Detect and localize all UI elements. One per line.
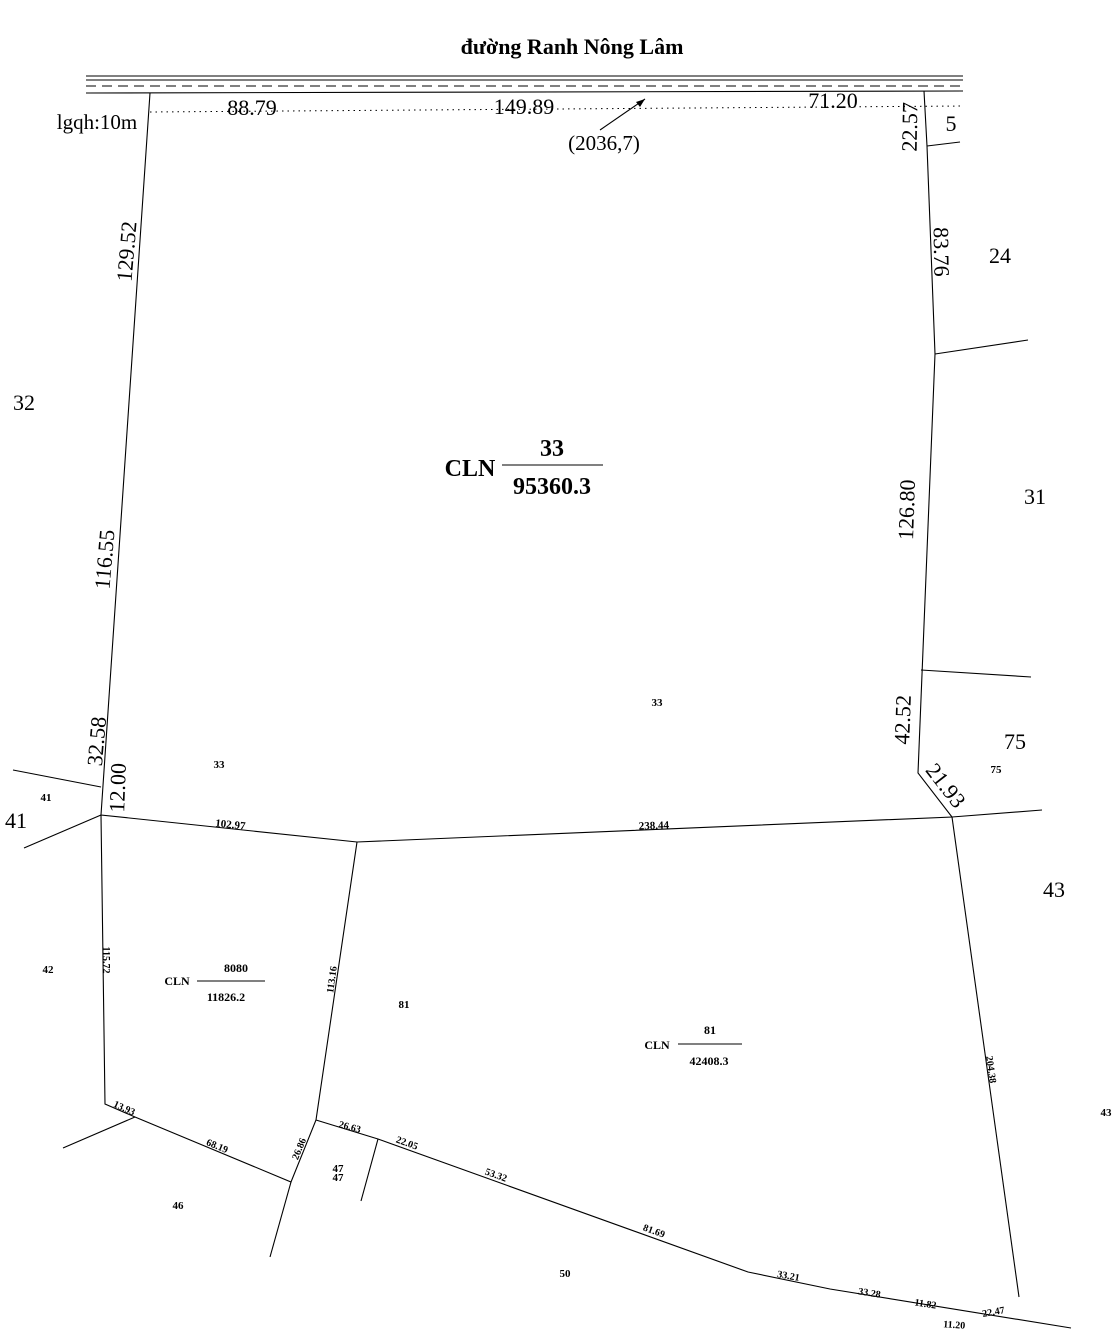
parcel-81-area: 42408.3 — [690, 1054, 729, 1068]
road-reference: (2036,7) — [568, 131, 640, 155]
parcel-33-land-type: CLN — [445, 456, 496, 482]
neighbor-31: 31 — [1024, 484, 1046, 509]
neighbor-47-b: 47 — [333, 1172, 345, 1184]
parcel-33-area: 95360.3 — [513, 474, 591, 500]
parcel-81-number: 81 — [704, 1023, 716, 1037]
dim-top-1: 88.79 — [227, 95, 277, 120]
parcel-33-label: CLN 33 95360.3 — [445, 436, 603, 500]
dim-bottom-5: 33.21 — [776, 1269, 800, 1284]
parcel-81-land-type: CLN — [644, 1038, 670, 1052]
dim-right-4: 42.52 — [889, 695, 916, 745]
dim-bottom-7: 11.82 — [914, 1297, 937, 1311]
setback-label: lgqh:10m — [57, 110, 138, 134]
neighbor-41-small: 41 — [41, 792, 52, 804]
dim-left-4: 12.00 — [104, 763, 131, 813]
dim-bottom-1: 26.63 — [337, 1119, 362, 1135]
dim-bottom-6: 33.28 — [857, 1286, 881, 1300]
dim-top-2: 149.89 — [494, 94, 555, 119]
neighbor-5: 5 — [946, 111, 957, 136]
parcel-80-label: CLN 80 80 11826.2 — [164, 961, 265, 1004]
dim-bottom-9: 11.20 — [943, 1319, 966, 1332]
parcel-33-boundary — [100, 90, 954, 843]
neighbor-32: 32 — [13, 390, 35, 415]
parcel-81-label: CLN 81 42408.3 — [644, 1023, 742, 1068]
dim-mid-2: 238.44 — [639, 819, 670, 832]
neighbor-50: 50 — [560, 1268, 572, 1280]
dim-right-1: 22.57 — [897, 102, 923, 152]
dim-bottom-2: 22.05 — [394, 1135, 419, 1153]
parcel-81-inner-label: 81 — [399, 999, 410, 1011]
dim-top-3: 71.20 — [808, 88, 858, 113]
dim-left-2: 116.55 — [89, 529, 119, 591]
dim-p80-left: 115.72 — [100, 947, 111, 974]
neighbor-42: 42 — [43, 964, 55, 976]
parcel-80-boundary — [100, 814, 358, 1183]
dim-p80-bottom-1: 13.93 — [112, 1099, 137, 1118]
neighbor-47-a: 47 — [333, 1163, 345, 1175]
dim-right-2: 83.76 — [929, 227, 955, 277]
road-name: đường Ranh Nông Lâm — [461, 34, 684, 59]
dim-left-3: 32.58 — [82, 716, 111, 767]
neighbor-dividers-right — [920, 141, 1043, 818]
road-lines — [85, 75, 964, 113]
dim-p81-right: 204.38 — [983, 1055, 998, 1084]
dim-left-1: 129.52 — [111, 220, 141, 282]
neighbor-dividers-left — [12, 769, 102, 849]
dim-p80-bottom-2: 68.19 — [204, 1137, 229, 1156]
dim-mid-1: 102.97 — [215, 817, 247, 832]
parcel-80-land-type: CLN — [164, 974, 190, 988]
neighbor-43-small: 43 — [1101, 1107, 1113, 1119]
parcel-33-inner-label: 33 — [652, 697, 664, 709]
parcel-33-number: 33 — [540, 436, 564, 462]
dim-bottom-3: 53.32 — [483, 1167, 508, 1185]
neighbor-75-big: 75 — [1004, 729, 1026, 754]
parcel-81-boundary — [315, 1119, 1072, 1329]
neighbor-43-big: 43 — [1043, 877, 1065, 902]
neighbor-41-big: 41 — [5, 808, 27, 833]
neighbor-33-small: 33 — [214, 759, 226, 771]
dim-p80-bottom-3: 26.86 — [290, 1137, 309, 1162]
dim-bottom-8: 22.47 — [982, 1305, 1006, 1320]
parcel-80-number: 80 — [224, 961, 236, 975]
parcel-80-area: 11826.2 — [207, 990, 245, 1004]
neighbor-75-small: 75 — [991, 764, 1003, 776]
dim-p80-right: 113.16 — [325, 966, 340, 994]
parcel-80-overlap: 80 — [236, 961, 248, 975]
dim-right-5: 21.93 — [921, 758, 971, 812]
neighbor-46: 46 — [173, 1200, 185, 1212]
neighbor-24: 24 — [989, 243, 1011, 268]
dim-right-3: 126.80 — [893, 479, 920, 540]
neighbor-dividers-bottom — [62, 1116, 379, 1258]
reference-arrow — [599, 98, 646, 131]
